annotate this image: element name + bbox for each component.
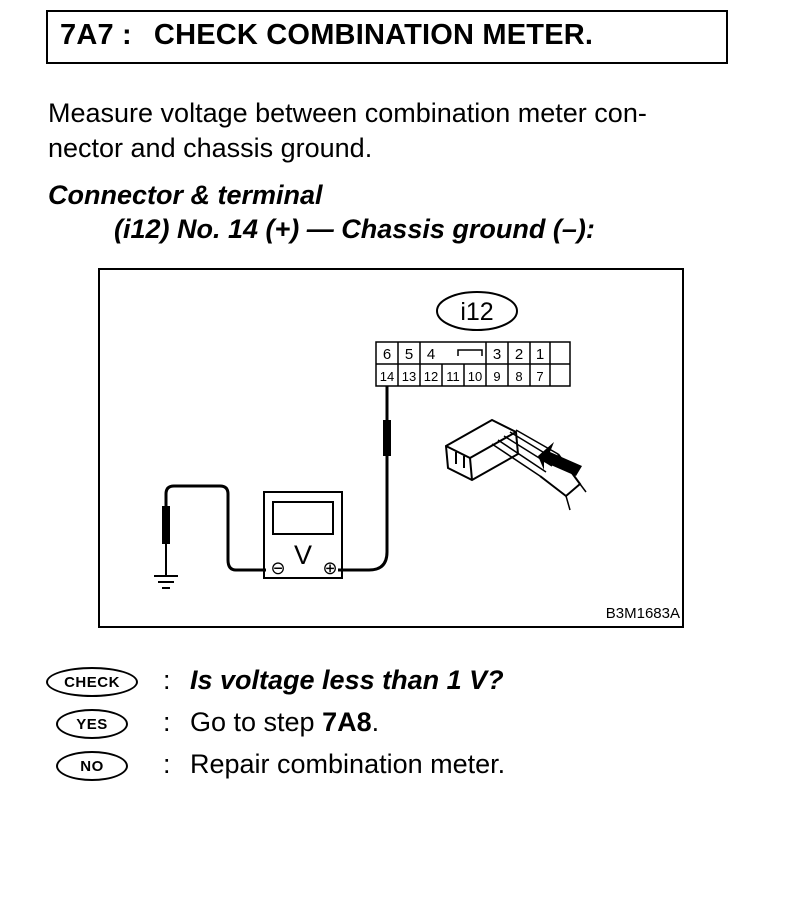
pin-label: 2 xyxy=(515,346,523,363)
pin-label: 12 xyxy=(424,369,438,384)
pin-label: 4 xyxy=(427,346,435,363)
measurement-figure: i12 6 5 4 3 2 1 14 13 12 11 xyxy=(98,268,684,628)
yes-action-suffix: . xyxy=(371,707,380,737)
step-header-box: 7A7 : CHECK COMBINATION METER. xyxy=(46,10,728,64)
yes-action-prefix: Go to step xyxy=(190,707,323,737)
pin-label: 13 xyxy=(402,369,416,384)
insertion-arrow-icon xyxy=(538,442,582,476)
connector-id-oval xyxy=(436,291,518,331)
check-question: Is voltage less than 1 V? xyxy=(190,665,504,695)
intro-paragraph: Measure voltage between combination mete… xyxy=(48,96,748,166)
pin-label: 3 xyxy=(493,346,501,363)
plus-terminal-icon: ⊕ xyxy=(322,558,337,579)
pin-label: 1 xyxy=(536,346,544,363)
step-id: 7A7 : xyxy=(60,19,132,51)
ground-icon xyxy=(154,575,178,589)
no-badge: NO xyxy=(56,751,128,781)
pin-label: 14 xyxy=(380,369,394,384)
pin-label: 7 xyxy=(536,369,543,384)
minus-terminal-icon: ⊖ xyxy=(270,558,285,579)
check-badge: CHECK xyxy=(46,667,138,697)
voltmeter: V ⊖ ⊕ xyxy=(263,491,343,579)
intro-line-2: nector and chassis ground. xyxy=(48,133,373,163)
no-colon: : xyxy=(163,749,171,779)
pin-label: 11 xyxy=(446,369,460,384)
connector-id-label: i12 xyxy=(460,298,493,326)
step-name: CHECK COMBINATION METER. xyxy=(153,19,594,51)
yes-colon: : xyxy=(163,707,171,737)
yes-badge: YES xyxy=(56,709,128,739)
figure-code: B3M1683A xyxy=(606,605,680,622)
connector-terminal-heading: Connector & terminal xyxy=(48,180,323,210)
intro-line-1: Measure voltage between combination mete… xyxy=(48,98,647,128)
pin-label: 8 xyxy=(515,369,522,384)
yes-step-ref: 7A8 xyxy=(322,707,372,737)
check-colon: : xyxy=(163,665,171,695)
yes-action: Go to step 7A8. xyxy=(190,707,379,738)
connector-terminal-detail: (i12) No. 14 (+) — Chassis ground (–): xyxy=(114,214,595,244)
pin-label: 5 xyxy=(405,346,413,363)
step-title: 7A7 : CHECK COMBINATION METER. xyxy=(60,19,593,52)
positive-probe xyxy=(338,386,391,572)
no-action: Repair combination meter. xyxy=(190,749,506,779)
pin-label: 9 xyxy=(493,369,500,384)
wiring-diagram: i12 6 5 4 3 2 1 14 13 12 11 xyxy=(154,291,680,622)
connector-pin-grid xyxy=(375,341,571,387)
voltmeter-label: V xyxy=(294,540,312,570)
negative-probe xyxy=(162,484,266,576)
pin-label: 6 xyxy=(383,346,391,363)
pin-label: 10 xyxy=(468,369,482,384)
